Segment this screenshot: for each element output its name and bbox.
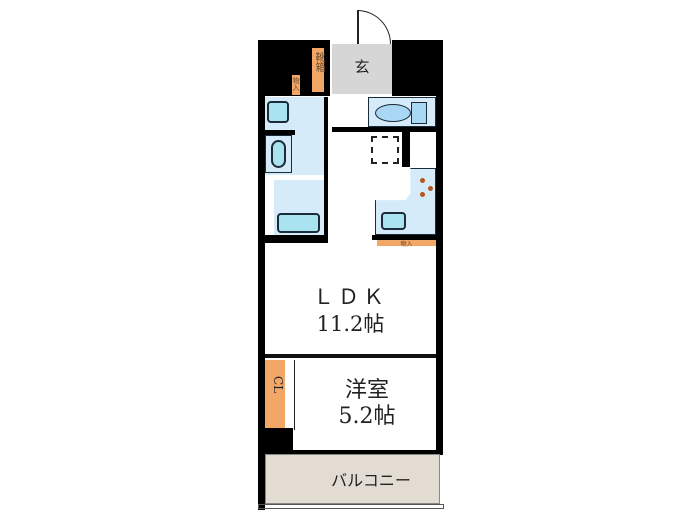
pipe-space bbox=[371, 136, 399, 164]
storage-small: 物入 bbox=[292, 75, 300, 95]
bathtub bbox=[277, 213, 320, 233]
storage-small-label: 物入 bbox=[292, 77, 300, 91]
closet-label: CL bbox=[271, 376, 285, 394]
bath-wall-bottom bbox=[258, 235, 328, 243]
bath-wall-right bbox=[324, 97, 328, 243]
western-bottom-wall bbox=[293, 450, 443, 454]
toilet-room bbox=[368, 97, 436, 127]
closet-doors bbox=[287, 360, 295, 430]
stove-burner bbox=[420, 192, 425, 197]
stove-burner bbox=[428, 186, 433, 191]
balcony-rail bbox=[258, 504, 444, 509]
shoe-cabinet-label: 靴箱 bbox=[313, 52, 324, 72]
entrance-door-swing bbox=[357, 10, 391, 44]
outer-wall-top-right bbox=[392, 40, 443, 96]
ldk-bottom-wall bbox=[265, 354, 436, 358]
pipe-space-wall bbox=[402, 132, 410, 167]
outer-wall-right bbox=[436, 40, 443, 455]
entrance-door-leaf bbox=[357, 10, 359, 44]
western-room: 洋室 5.2帖 bbox=[298, 360, 436, 452]
outer-wall-left bbox=[258, 40, 265, 510]
bath-wall bbox=[265, 130, 295, 135]
ldk-room: ＬＤＫ 11.2帖 bbox=[265, 243, 436, 355]
toilet-wall-bottom bbox=[332, 127, 436, 132]
entrance-label: 玄 bbox=[354, 58, 370, 76]
washbasin bbox=[267, 101, 289, 123]
ldk-size: 11.2帖 bbox=[316, 312, 385, 336]
closet: CL bbox=[265, 360, 285, 428]
kitchen-storage: 物入 bbox=[377, 240, 436, 248]
western-room-name: 洋室 bbox=[344, 378, 389, 403]
ldk-name: ＬＤＫ bbox=[313, 285, 388, 309]
shoe-cabinet: 靴箱 bbox=[312, 48, 324, 92]
kitchen-sink bbox=[381, 212, 406, 230]
balcony: バルコニー bbox=[265, 454, 440, 504]
western-room-size: 5.2帖 bbox=[338, 404, 396, 429]
kitchen-wall bbox=[372, 235, 442, 240]
entrance-floor: 玄 bbox=[332, 44, 392, 94]
kitchen-storage-label: 物入 bbox=[400, 241, 413, 248]
balcony-label: バルコニー bbox=[331, 471, 411, 490]
toilet-tank bbox=[411, 102, 427, 124]
washing-machine bbox=[265, 135, 292, 173]
washing-machine-drum bbox=[271, 140, 286, 168]
toilet-bowl bbox=[375, 104, 411, 122]
stove-burner bbox=[420, 178, 425, 183]
